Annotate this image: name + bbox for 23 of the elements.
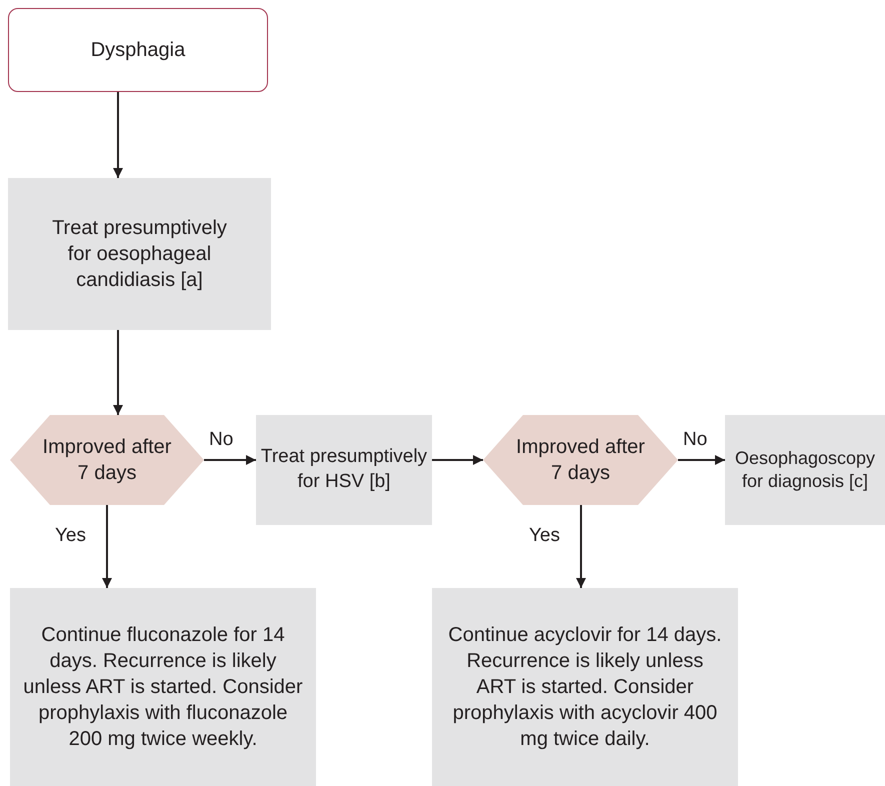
node-text: Treat presumptively for oesophageal candidiasis [a] bbox=[51, 216, 228, 293]
start-box bbox=[8, 8, 268, 92]
node-text: Continue acyclovir for 14 days. Recurrence is likely unless ART is started. Consider prophylaxis with acyclovir 400 mg twice daily. bbox=[447, 623, 723, 752]
arrow bbox=[678, 455, 725, 465]
process-box bbox=[432, 588, 738, 786]
process-box bbox=[10, 588, 316, 786]
node-text: Continue fluconazole for 14 days. Recurrence is likely unless ART is started. Consider prophylaxis with fluconazole 200 mg twice weekly. bbox=[22, 623, 304, 752]
arrow bbox=[113, 330, 123, 415]
arrow bbox=[204, 455, 256, 465]
node-text: Oesophagoscopy for diagnosis [c] bbox=[734, 446, 876, 493]
process-box bbox=[725, 415, 885, 525]
node-text: Improved after 7 days bbox=[515, 435, 646, 486]
node-text: Improved after 7 days bbox=[42, 435, 172, 486]
arrow bbox=[576, 505, 586, 588]
node-text: Treat presumptively for HSV [b] bbox=[260, 445, 428, 494]
arrow bbox=[102, 505, 112, 588]
process-box bbox=[8, 178, 271, 330]
node-text: Dysphagia bbox=[90, 38, 186, 63]
decision-hexagon bbox=[483, 415, 678, 505]
decision-hexagon bbox=[10, 415, 204, 505]
arrow bbox=[432, 455, 483, 465]
arrow bbox=[113, 92, 123, 178]
process-box bbox=[256, 415, 432, 525]
